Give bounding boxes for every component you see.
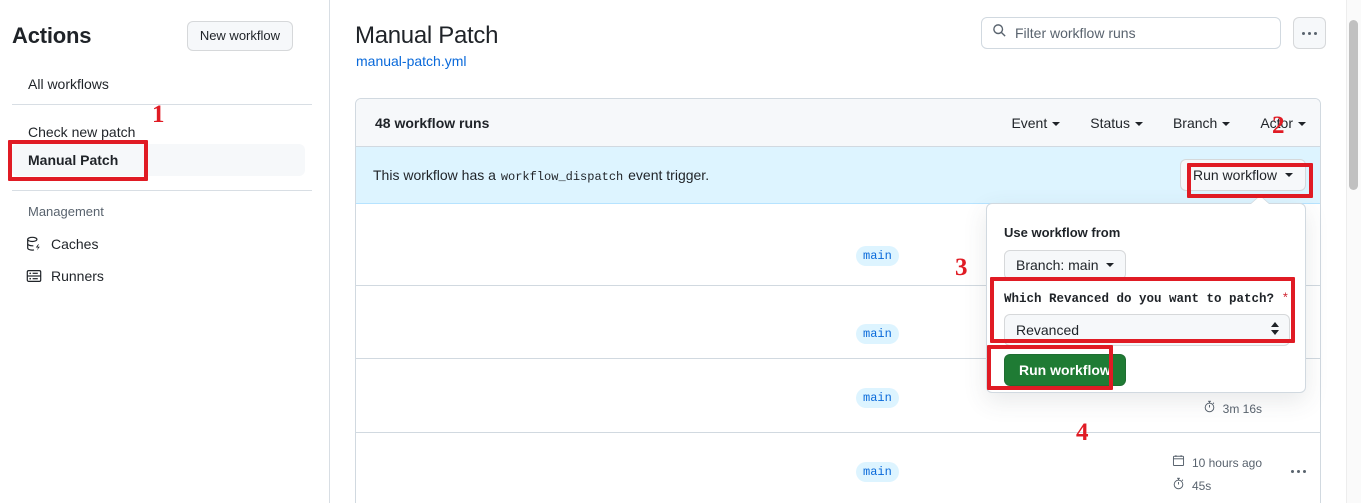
run-duration-text: 3m 16s: [1222, 402, 1262, 416]
workflow-title: Manual Patch: [355, 22, 499, 49]
run-age-text: 10 hours ago: [1191, 456, 1262, 470]
chevron-down-icon: [1222, 122, 1231, 127]
cache-icon: [26, 236, 42, 252]
filter-event-label: Event: [1011, 115, 1048, 131]
actions-sidebar: Actions New workflow All workflows Check…: [0, 0, 330, 503]
page-scrollbar-thumb[interactable]: [1349, 20, 1358, 190]
chevron-down-icon: [1052, 122, 1061, 127]
run-age: 10 hours ago: [1172, 454, 1262, 472]
run-workflow-dropdown-label: Run workflow: [1192, 167, 1277, 183]
filter-event[interactable]: Event: [1011, 113, 1061, 133]
workflow-runs-panel: 48 workflow runs Event Status Branch Act…: [355, 98, 1321, 503]
branch-selector-label: Branch: main: [1016, 257, 1099, 273]
filter-actor[interactable]: Actor: [1260, 113, 1306, 133]
main-content: Manual Patch manual-patch.yml Filter wor…: [331, 0, 1361, 503]
filter-status[interactable]: Status: [1090, 113, 1143, 133]
page-scrollbar[interactable]: [1346, 0, 1361, 503]
filter-workflow-runs-input[interactable]: Filter workflow runs: [981, 17, 1281, 49]
calendar-icon: [1172, 454, 1185, 472]
chevron-down-icon: [1298, 122, 1306, 127]
chevron-down-icon: [1134, 122, 1143, 127]
kebab-horizontal-icon: [1291, 470, 1306, 473]
workflow-options-button[interactable]: [1293, 17, 1326, 49]
sidebar-item-runners[interactable]: Runners: [26, 265, 104, 287]
run-meta: 10 hours ago 45s: [1172, 454, 1262, 495]
workflow-input-label: Which Revanced do you want to patch? *: [1004, 290, 1289, 308]
branch-badge[interactable]: main: [856, 388, 899, 408]
dispatch-event-code: workflow_dispatch: [500, 170, 624, 184]
workflow-input-label-text: Which Revanced do you want to patch?: [1004, 292, 1275, 306]
revanced-select[interactable]: Revanced: [1004, 314, 1290, 346]
filter-status-label: Status: [1090, 115, 1130, 131]
sidebar-item-manual-patch-label: Manual Patch: [28, 152, 119, 168]
run-duration-text: 45s: [1191, 479, 1212, 493]
search-icon: [992, 23, 1007, 43]
revanced-select-value: Revanced: [1016, 322, 1080, 338]
sort-updown-icon: [1271, 322, 1279, 335]
new-workflow-button[interactable]: New workflow: [186, 21, 293, 51]
runs-panel-header: 48 workflow runs Event Status Branch Act…: [356, 99, 1320, 147]
table-row[interactable]: main: [356, 204, 1320, 286]
workflow-dispatch-banner: This workflow has a workflow_dispatch ev…: [356, 147, 1320, 204]
run-duration: 45s: [1172, 477, 1211, 495]
row-options-button[interactable]: [1291, 470, 1306, 473]
runs-filter-bar: Event Status Branch Actor: [1011, 113, 1306, 133]
kebab-horizontal-icon: [1302, 31, 1317, 35]
branch-badge[interactable]: main: [856, 246, 899, 266]
sidebar-item-check-new-patch[interactable]: Check new patch: [28, 124, 136, 140]
page-title-actions: Actions: [12, 23, 92, 48]
run-workflow-dropdown-button[interactable]: Run workflow: [1179, 159, 1306, 191]
sidebar-item-all-workflows[interactable]: All workflows: [28, 76, 109, 92]
branch-badge[interactable]: main: [856, 324, 899, 344]
sidebar-item-caches-label: Caches: [51, 236, 99, 252]
filter-actor-label: Actor: [1260, 115, 1293, 131]
filter-placeholder-text: Filter workflow runs: [1015, 25, 1136, 41]
sidebar-divider-bottom: [12, 190, 312, 191]
dispatch-text-before: This workflow has a: [373, 167, 496, 183]
sidebar-header: Actions New workflow: [12, 20, 313, 54]
table-row[interactable]: main: [356, 286, 1320, 359]
run-meta: 3m 16s: [1203, 400, 1262, 418]
dispatch-text-after: event trigger.: [628, 167, 710, 183]
run-workflow-submit-button[interactable]: Run workflow: [1004, 354, 1126, 386]
chevron-down-icon: [1106, 263, 1115, 267]
stopwatch-icon: [1172, 477, 1185, 495]
filter-branch-label: Branch: [1172, 115, 1218, 131]
dispatch-banner-text: This workflow has a workflow_dispatch ev…: [373, 165, 709, 187]
sidebar-divider-top: [12, 104, 312, 105]
sidebar-section-management: Management: [28, 204, 104, 219]
chevron-down-icon: [1285, 173, 1293, 177]
table-row[interactable]: main 10 hours ago: [356, 433, 1320, 503]
branch-badge[interactable]: main: [856, 462, 899, 482]
table-row[interactable]: main 3m 16s: [356, 359, 1320, 433]
filter-branch[interactable]: Branch: [1172, 113, 1231, 133]
stopwatch-icon: [1203, 400, 1216, 418]
required-marker: *: [1281, 292, 1290, 306]
workflow-runs-count: 48 workflow runs: [375, 115, 490, 131]
sidebar-item-manual-patch[interactable]: Manual Patch: [8, 144, 305, 176]
use-workflow-from-label: Use workflow from: [1004, 225, 1121, 240]
branch-selector-button[interactable]: Branch: main: [1004, 250, 1127, 280]
runners-icon: [26, 268, 42, 284]
sidebar-item-caches[interactable]: Caches: [26, 233, 98, 255]
run-workflow-popover: Use workflow from Branch: main Which Rev…: [986, 203, 1306, 393]
run-duration: 3m 16s: [1203, 400, 1262, 418]
workflow-file-link[interactable]: manual-patch.yml: [356, 53, 467, 69]
sidebar-item-runners-label: Runners: [51, 268, 104, 284]
